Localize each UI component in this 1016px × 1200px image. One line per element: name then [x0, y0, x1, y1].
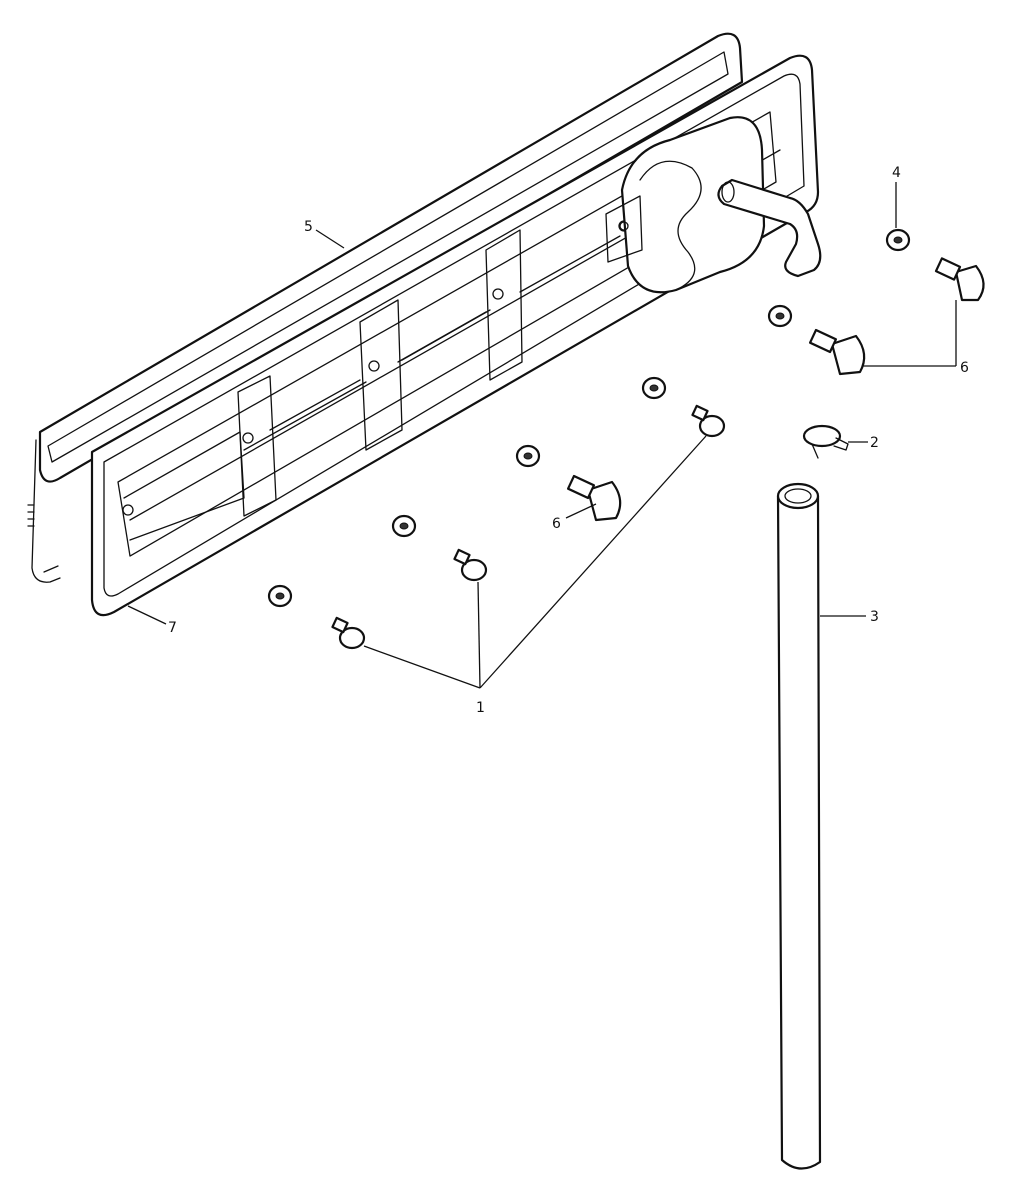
stud	[934, 257, 985, 302]
washers	[267, 228, 911, 608]
bolts	[331, 404, 726, 650]
hose-clamp	[802, 424, 849, 459]
callout-7: 7	[168, 620, 177, 636]
callout-6-right: 6	[960, 360, 969, 376]
washer	[767, 304, 793, 328]
callout-5: 5	[304, 219, 313, 235]
valve-cover	[90, 54, 822, 617]
stud	[566, 474, 622, 522]
callout-6-center: 6	[552, 516, 561, 532]
washer	[391, 514, 417, 538]
callout-4: 4	[892, 165, 901, 181]
callout-2: 2	[870, 435, 879, 451]
washer	[515, 444, 541, 468]
callout-3: 3	[870, 609, 879, 625]
bolt	[453, 548, 488, 582]
washer	[885, 228, 911, 252]
leader-lines	[127, 182, 957, 689]
stud	[808, 328, 866, 376]
callout-1: 1	[476, 700, 485, 716]
breather-hose	[776, 482, 822, 1170]
bolt	[331, 616, 366, 650]
callout-labels: 1 2 3 4 5 6 6 7	[168, 165, 969, 716]
valve-cover-gasket	[27, 32, 744, 583]
bolt	[691, 404, 726, 438]
washer	[641, 376, 667, 400]
studs	[566, 257, 985, 522]
washer	[267, 584, 293, 608]
